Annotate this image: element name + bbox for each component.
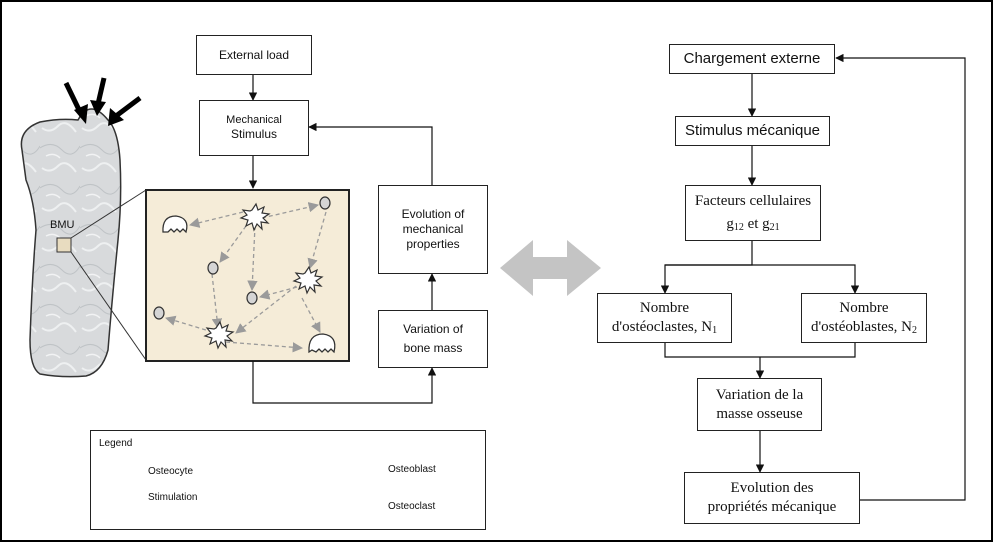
facteurs-mid: et g xyxy=(743,215,770,232)
osteoblastes-sub: 2 xyxy=(912,324,918,336)
evolution-line1: Evolution of xyxy=(401,207,465,221)
evolution-proprietes-line2: propriétés mécanique xyxy=(707,499,837,515)
osteoblastes-line2: d'ostéoblastes, N2 xyxy=(811,318,917,338)
legend-title: Legend xyxy=(99,438,133,449)
variation-bone-mass-box: Variation of bone mass xyxy=(378,310,488,368)
stimulus-mecanique-label: Stimulus mécanique xyxy=(684,121,821,139)
osteoblastes-box: Nombre d'ostéoblastes, N2 xyxy=(801,293,927,343)
bmu-marker xyxy=(56,237,72,253)
osteoclastes-sub: 1 xyxy=(712,324,718,336)
mechanical-stimulus-line2: Stimulus xyxy=(230,127,277,142)
osteoclastes-text: d'ostéoclastes, N xyxy=(611,318,713,335)
stimulus-mecanique-box: Stimulus mécanique xyxy=(675,116,830,146)
external-load-label: External load xyxy=(218,47,290,62)
variation-masse-line1: Variation de la xyxy=(715,386,804,403)
facteurs-cellulaires-box: Facteurs cellulaires g12 et g21 xyxy=(685,185,821,241)
facteurs-line1: Facteurs cellulaires xyxy=(694,192,812,209)
evolution-line3: properties xyxy=(406,237,460,251)
variation-masse-box: Variation de la masse osseuse xyxy=(697,378,822,431)
osteoblast-cells xyxy=(153,196,331,320)
evolution-proprietes-line1: Evolution des xyxy=(730,480,814,497)
variation-masse-line2: masse osseuse xyxy=(716,405,803,422)
external-load-box: External load xyxy=(196,35,312,75)
osteoclastes-line2: d'ostéoclastes, N1 xyxy=(612,318,717,338)
right-flow-connectors xyxy=(660,53,966,501)
facteurs-g1: g xyxy=(726,215,734,232)
osteocyte-cells xyxy=(203,202,324,350)
chargement-externe-box: Chargement externe xyxy=(669,44,835,74)
legend-box xyxy=(90,430,486,530)
osteoblastes-text: d'ostéoblastes, N xyxy=(810,318,913,335)
facteurs-g1-sub: 12 xyxy=(733,221,744,233)
variation-line1: Variation of xyxy=(403,322,463,336)
zoom-line-bottom xyxy=(70,251,147,361)
variation-line2: bone mass xyxy=(403,341,463,355)
legend-stimulation-label: Stimulation xyxy=(148,492,198,503)
evolution-proprietes-box: Evolution des propriétés mécanique xyxy=(684,472,860,524)
facteurs-g2-sub: 21 xyxy=(769,221,780,233)
left-flow-connectors xyxy=(248,75,437,404)
legend-osteocyte-label: Osteocyte xyxy=(148,466,194,477)
evolution-line2: mechanical xyxy=(402,222,464,236)
evolution-mechanical-box: Evolution of mechanical properties xyxy=(378,185,488,274)
zoom-line-top xyxy=(70,189,147,239)
legend-osteoclast-label: Osteoclast xyxy=(388,501,436,512)
bmu-label: BMU xyxy=(50,219,75,231)
mechanical-stimulus-line1: Mechanical xyxy=(226,113,282,126)
stimulation-arrows xyxy=(165,202,327,353)
mechanical-stimulus-box: Mechanical Stimulus xyxy=(199,100,309,156)
facteurs-line2: g12 et g21 xyxy=(695,215,811,235)
double-arrow xyxy=(500,240,601,296)
load-arrows xyxy=(63,77,142,126)
osteoclastes-box: Nombre d'ostéoclastes, N1 xyxy=(597,293,732,343)
chargement-externe-label: Chargement externe xyxy=(683,49,821,67)
osteoclastes-line1: Nombre xyxy=(639,299,690,316)
legend-osteoblast-label: Osteoblast xyxy=(388,464,436,475)
osteoclast-cells xyxy=(162,215,336,354)
osteoblastes-line1: Nombre xyxy=(839,299,889,316)
